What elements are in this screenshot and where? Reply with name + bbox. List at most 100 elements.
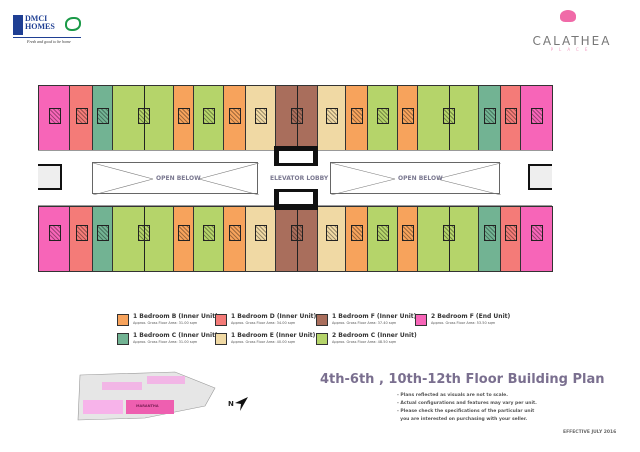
dmci-emblem-icon [13,15,23,35]
unit-top-1B [223,85,246,151]
unit-bottom-1B [397,206,418,272]
unit-top-2C [367,85,398,151]
bathroom-icon [484,108,496,124]
open-below-left: OPEN BELOW [92,162,259,195]
stair-left [38,164,62,190]
legend-name: 1 Bedroom E (Inner Unit) [231,332,316,339]
key-plan: MARANTHA [75,370,220,422]
elevator-core-top [274,146,318,166]
bathroom-icon [97,108,109,124]
legend-name: 1 Bedroom F (Inner Unit) [332,313,417,320]
legend-swatch [215,333,227,345]
calathea-place-logo: CALATHEA PLACE [522,10,622,52]
unit-top-1D [500,85,521,151]
elevator-core-bottom [274,189,318,210]
bathroom-icon [255,108,267,124]
legend-swatch [117,314,129,326]
unit-top-2C [193,85,224,151]
unit-bottom-2F [520,206,553,272]
legend-swatch [117,333,129,345]
bathroom-icon [377,225,389,241]
open-below-label: OPEN BELOW [398,175,443,182]
legend-area: Approx. Gross Floor Area: 53.50 sqm [431,321,496,325]
unit-top-2C [112,85,174,151]
bathroom-icon [137,225,150,241]
bathroom-icon [48,225,61,241]
bathroom-icon [75,108,88,124]
logo-sub: PLACE [550,47,594,52]
bathroom-icon [178,108,190,124]
unit-bottom-1C [478,206,501,272]
unit-bottom-1B [345,206,368,272]
bathroom-icon [291,225,303,241]
legend-area: Approx. Gross Floor Area: 40.00 sqm [231,340,296,344]
bathroom-icon [326,225,338,241]
floor-plan: OPEN BELOW OPEN BELOW ELEVATOR LOBBY [38,85,553,272]
note: - Please check the specifications of the… [397,409,535,414]
unit-top-2C [417,85,479,151]
highlighted-building: MARANTHA [126,400,174,414]
bathroom-icon [229,225,241,241]
legend-name: 2 Bedroom C (Inner Unit) [332,332,417,339]
unit-bottom-2C [193,206,224,272]
bathroom-icon [377,108,389,124]
bathroom-icon [442,225,455,241]
bathroom-icon [178,225,190,241]
legend-swatch [415,314,427,326]
elevator-lobby-label: ELEVATOR LOBBY [270,175,329,182]
bathroom-icon [531,225,543,241]
legend-name: 1 Bedroom C (Inner Unit) [133,332,218,339]
unit-bottom-1E [317,206,346,272]
bathroom-icon [505,108,517,124]
unit-bottom-2C [417,206,479,272]
unit-bottom-1D [500,206,521,272]
bathroom-icon [48,108,61,124]
unit-top-1B [173,85,194,151]
bathroom-icon [505,225,517,241]
unit-top-2F [38,85,70,151]
unit-bottom-1B [223,206,246,272]
unit-bottom-2C [112,206,174,272]
north-label: N [228,400,234,408]
legend-area: Approx. Gross Floor Area: 31.00 sqm [133,340,198,344]
bathroom-icon [402,108,414,124]
bathroom-icon [351,225,363,241]
legend-area: Approx. Gross Floor Area: 34.00 sqm [231,321,296,325]
legend-area: Approx. Gross Floor Area: 31.00 sqm [133,321,198,325]
bathroom-icon [203,225,215,241]
unit-top-1C [478,85,501,151]
logo-name: CALATHEA [532,34,612,48]
unit-bottom-2C [367,206,398,272]
bathroom-icon [484,225,496,241]
bathroom-icon [531,108,543,124]
legend-swatch [316,314,328,326]
note: - Plans reflected as visuals are not to … [397,393,508,398]
flower-icon [560,10,576,22]
unit-top-1F [275,85,318,151]
north-arrow-icon [235,397,248,411]
bathroom-icon [203,108,215,124]
unit-bottom-1E [245,206,276,272]
bathroom-icon [291,108,303,124]
bathroom-icon [402,225,414,241]
bathroom-icon [137,108,150,124]
bathroom-icon [255,225,267,241]
bathroom-icon [75,225,88,241]
note: you are interested on purchasing with yo… [397,417,528,422]
bathroom-icon [229,108,241,124]
unit-top-1B [345,85,368,151]
bathroom-icon [351,108,363,124]
unit-top-1C [92,85,113,151]
open-below-label: OPEN BELOW [156,175,201,182]
unit-bottom-2F [38,206,70,272]
unit-top-1D [69,85,93,151]
leaf-icon [65,17,81,31]
unit-bottom-1B [173,206,194,272]
legend-swatch [215,314,227,326]
open-below-right: OPEN BELOW [330,162,501,195]
legend-name: 1 Bedroom D (Inner Unit) [231,313,317,320]
unit-bottom-1C [92,206,113,272]
legend-area: Approx. Gross Floor Area: 48.50 sqm [332,340,397,344]
